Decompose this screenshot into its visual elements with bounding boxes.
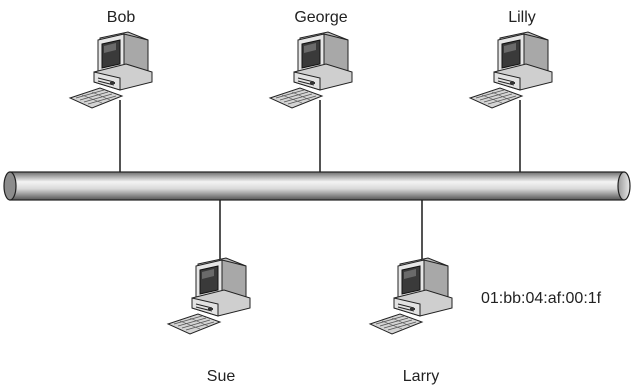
- node-larry: Larry: [369, 257, 453, 385]
- desktop-computer-icon: [167, 257, 251, 335]
- mac-address-label: 01:bb:04:af:00:1f: [481, 290, 602, 307]
- desktop-computer-icon: [369, 257, 453, 335]
- network-bus: [3, 171, 631, 201]
- desktop-computer-icon: [269, 31, 353, 109]
- desktop-computer-icon: [69, 31, 153, 109]
- node-george: George: [269, 9, 353, 109]
- node-label: Bob: [107, 9, 136, 26]
- node-sue: Sue: [167, 257, 251, 385]
- node-label: Sue: [207, 368, 236, 385]
- node-lilly: Lilly: [469, 9, 553, 109]
- node-label: Lilly: [508, 9, 536, 26]
- node-label: Larry: [403, 368, 439, 385]
- node-label: George: [294, 9, 347, 26]
- node-bob: Bob: [69, 9, 153, 109]
- desktop-computer-icon: [469, 31, 553, 109]
